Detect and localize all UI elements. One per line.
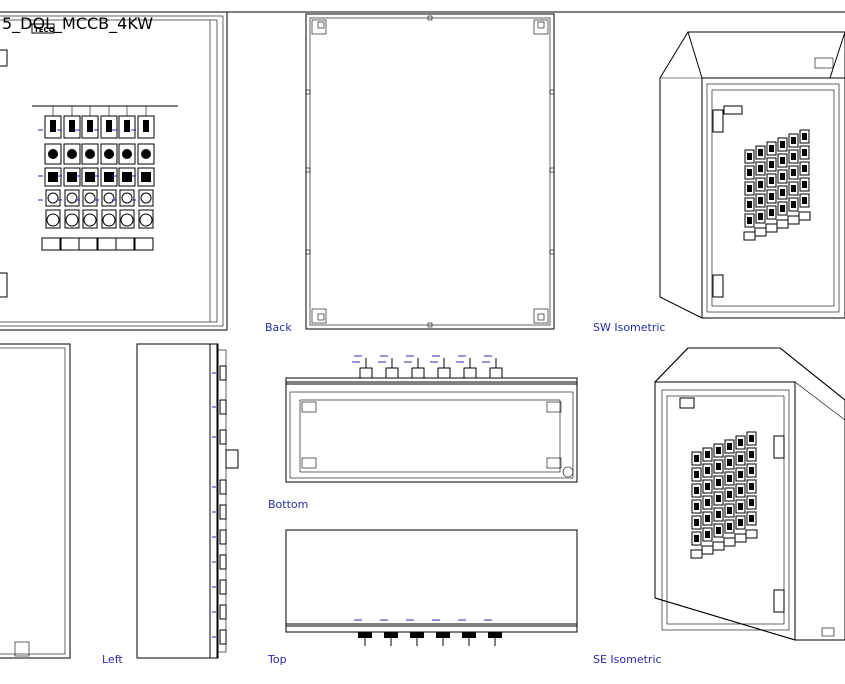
side-handle xyxy=(219,504,227,520)
cable-gland xyxy=(354,619,372,646)
side-handle xyxy=(219,399,227,415)
cable-gland xyxy=(406,619,424,646)
iso-starter-column xyxy=(765,141,778,233)
iso-starter-column xyxy=(723,439,736,547)
iso-starter-column xyxy=(787,133,800,225)
front-starter-columns xyxy=(38,106,155,251)
cable-gland xyxy=(380,619,398,646)
right-side-view xyxy=(136,343,239,659)
iso-starter-column xyxy=(743,149,756,241)
cable-gland xyxy=(458,619,476,646)
iso-starter-column xyxy=(734,435,747,543)
label-left: Left xyxy=(102,653,123,666)
starter-column xyxy=(112,106,136,251)
cable-gland xyxy=(432,619,450,646)
cable-gland xyxy=(482,355,503,379)
bottom-gland-row xyxy=(352,355,503,379)
iso-starter-column xyxy=(745,431,758,539)
top-view xyxy=(285,529,578,646)
side-handle xyxy=(219,554,227,570)
side-handle xyxy=(219,529,227,545)
starter-column xyxy=(38,106,62,251)
iso-starter-column xyxy=(701,447,714,555)
cable-gland xyxy=(404,355,425,379)
side-handle-blocks xyxy=(212,365,227,645)
drawing-title: 5_DOL_MCCB_4KW xyxy=(2,14,153,34)
sw-isometric-view xyxy=(659,31,845,319)
label-se-isometric: SE Isometric xyxy=(593,653,662,666)
bottom-view xyxy=(285,355,578,483)
se-starter-columns xyxy=(690,431,758,559)
side-handle xyxy=(219,579,227,595)
side-handle xyxy=(219,429,227,445)
cable-gland xyxy=(484,619,502,646)
starter-column xyxy=(131,106,155,251)
back-view xyxy=(305,13,555,330)
teco-logo-badge xyxy=(31,23,55,34)
label-back: Back xyxy=(265,321,292,334)
top-gland-row xyxy=(354,619,502,646)
iso-starter-column xyxy=(754,145,767,237)
starter-column xyxy=(94,106,118,251)
side-handle xyxy=(219,479,227,495)
starter-column xyxy=(57,106,81,251)
iso-starter-column xyxy=(798,129,811,221)
cable-gland xyxy=(430,355,451,379)
teco-logo-text: TECO xyxy=(34,26,55,34)
starter-column xyxy=(75,106,99,251)
side-handle xyxy=(219,365,227,381)
front-view: TECO xyxy=(0,11,228,331)
cable-gland xyxy=(378,355,399,379)
cable-gland xyxy=(456,355,477,379)
sw-starter-columns xyxy=(743,129,811,241)
iso-starter-column xyxy=(690,451,703,559)
side-handle xyxy=(219,629,227,645)
label-sw-isometric: SW Isometric xyxy=(593,321,665,334)
left-partial-view xyxy=(0,343,71,659)
label-bottom: Bottom xyxy=(268,498,308,511)
iso-starter-column xyxy=(776,137,789,229)
label-top: Top xyxy=(267,653,287,666)
se-isometric-view xyxy=(654,347,845,641)
cable-gland xyxy=(352,355,373,379)
iso-starter-column xyxy=(712,443,725,551)
side-handle xyxy=(219,604,227,620)
